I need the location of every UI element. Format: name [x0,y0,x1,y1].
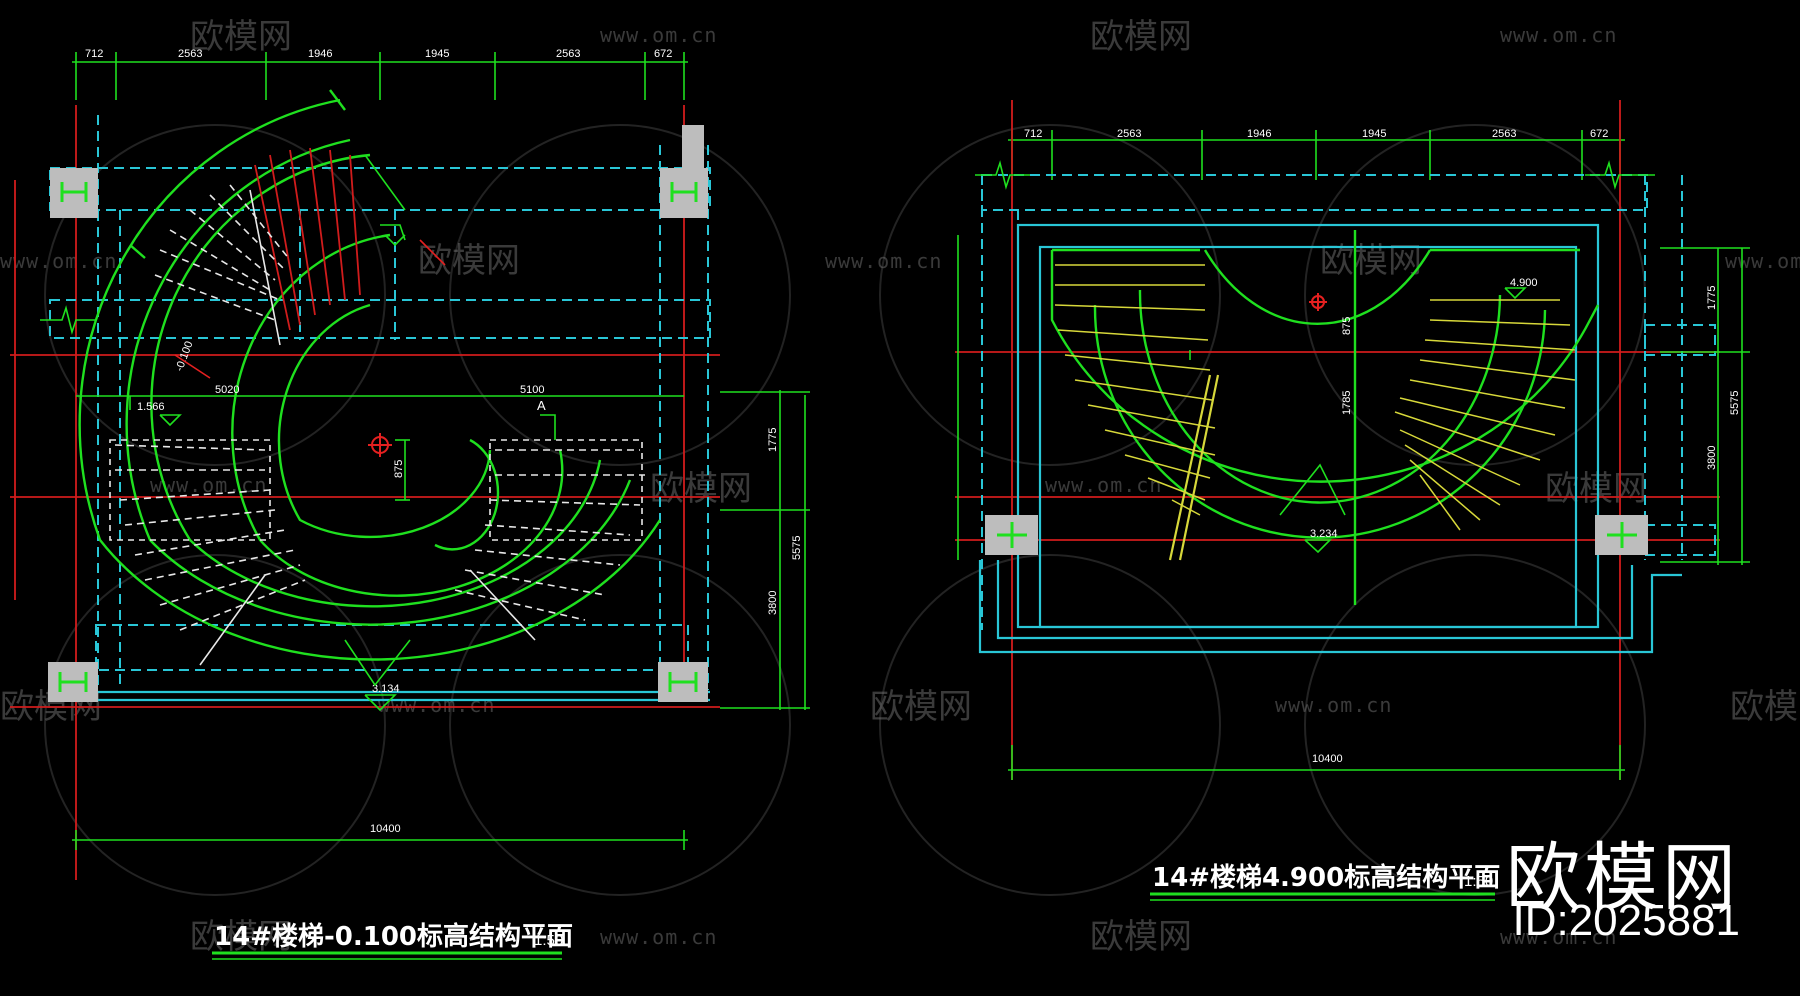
watermark-brand: 欧模网 [870,687,972,727]
watermark-brand: 欧模网 [1730,687,1800,727]
dim-label: 712 [1024,128,1042,140]
watermark-brand: 欧模网 [190,917,292,957]
right-treads-right [1394,299,1576,531]
right-columns [985,515,1648,555]
right-center-marker [1309,293,1327,311]
right-level-symbols [1279,287,1527,554]
dim-label: 3800 [767,591,779,615]
left-red-marks [174,239,446,379]
right-bottom-dimension [1008,745,1625,780]
watermark-url: www.om.cn [150,473,267,497]
dim-label: 1946 [308,48,332,60]
dim-label: 10400 [370,823,401,835]
watermark-url: www.om.cn [600,23,717,47]
watermark-url: www.om.cn [1275,693,1392,717]
right-top-dimension: 712 2563 1946 1945 2563 672 [1008,128,1625,180]
level-label: 3.134 [372,683,400,695]
left-center-marker [368,433,410,501]
right-drawing-title: 14#楼梯4.900标高结构平面 [1152,862,1500,893]
watermark-brand: 欧模网 [418,241,520,281]
dim-label: 1946 [1247,128,1271,140]
watermark-url: www.om.cn [825,249,942,273]
dim-label: 875 [393,460,405,478]
right-break-lines [975,160,1655,190]
watermark-brand: 欧模网 [1090,17,1192,57]
right-treads-left [1054,264,1220,561]
left-right-dimension [720,390,810,710]
watermark-url: www.om.cn [1500,23,1617,47]
left-stair-plan: 712 2563 1946 1945 2563 672 [10,48,810,960]
section-mark: A [537,398,546,413]
brand-id: ID:2025881 [1512,896,1740,945]
watermark-url: www.om.cn [1500,925,1617,949]
dim-label: 10400 [1312,753,1343,765]
left-level-symbols [159,224,411,712]
dim-label: 672 [1590,128,1608,140]
left-drawing-scale: 1:50 [534,932,563,949]
watermark-url: www.om.cn [600,925,717,949]
left-white-lines [199,189,536,666]
watermark-url: www.om.cn [1045,473,1162,497]
watermark-brand: 欧模网 [1090,917,1192,957]
dim-label: 712 [85,48,103,60]
left-treads-white [109,184,645,631]
right-right-dimension [1660,247,1750,565]
dim-label: 5020 [215,384,239,396]
level-label: 1.566 [137,401,165,413]
watermark-url: www.om.cn [378,693,495,717]
dim-label: 1775 [1706,286,1718,310]
left-gridlines [10,105,720,880]
dim-label: 2563 [178,48,202,60]
left-inner-dims [76,395,684,440]
dim-label: 1775 [767,428,779,452]
right-stair-plan: 712 2563 1946 1945 2563 672 [955,100,1750,901]
left-bottom-dimension [72,830,688,850]
dim-label: 5575 [791,536,803,560]
left-drawing-title: 14#楼梯-0.100标高结构平面 [214,921,573,952]
left-treads-red [254,147,361,331]
brand-logo-text: 欧模网 [1506,835,1740,921]
dim-label: 1785 [1341,391,1353,415]
dim-label: 1945 [425,48,449,60]
dim-label: 875 [1341,317,1353,335]
left-top-dimension: 712 2563 1946 1945 2563 672 [72,48,688,100]
left-break-lines [40,305,95,335]
level-label: 3.234 [1310,528,1338,540]
right-drawing-scale: 1:50 [1464,873,1493,890]
level-label: 4.900 [1510,277,1538,289]
watermark-layer: 欧模网 欧模网 欧模网 欧模网 欧模网 欧模网 欧模网 欧模网 欧模网 欧模网 … [0,17,1800,957]
dim-label: 5575 [1729,391,1741,415]
watermark-url: www.om.cn [0,249,117,273]
watermark-brand: 欧模网 [190,17,292,57]
left-spiral-stair [78,89,662,661]
dim-label: 1945 [1362,128,1386,140]
watermark-brand: 欧模网 [650,469,752,509]
right-gridlines [955,100,1720,780]
left-columns [48,125,708,702]
dim-label: 2563 [1117,128,1141,140]
watermark-brand: 欧模网 [1545,469,1647,509]
dim-label: 5100 [520,384,544,396]
dim-label: 2563 [556,48,580,60]
watermark-url: www.om.cn [1725,249,1800,273]
dim-label: 2563 [1492,128,1516,140]
dim-label: 672 [654,48,672,60]
right-beams [978,174,1716,654]
dim-label: 3800 [1706,446,1718,470]
